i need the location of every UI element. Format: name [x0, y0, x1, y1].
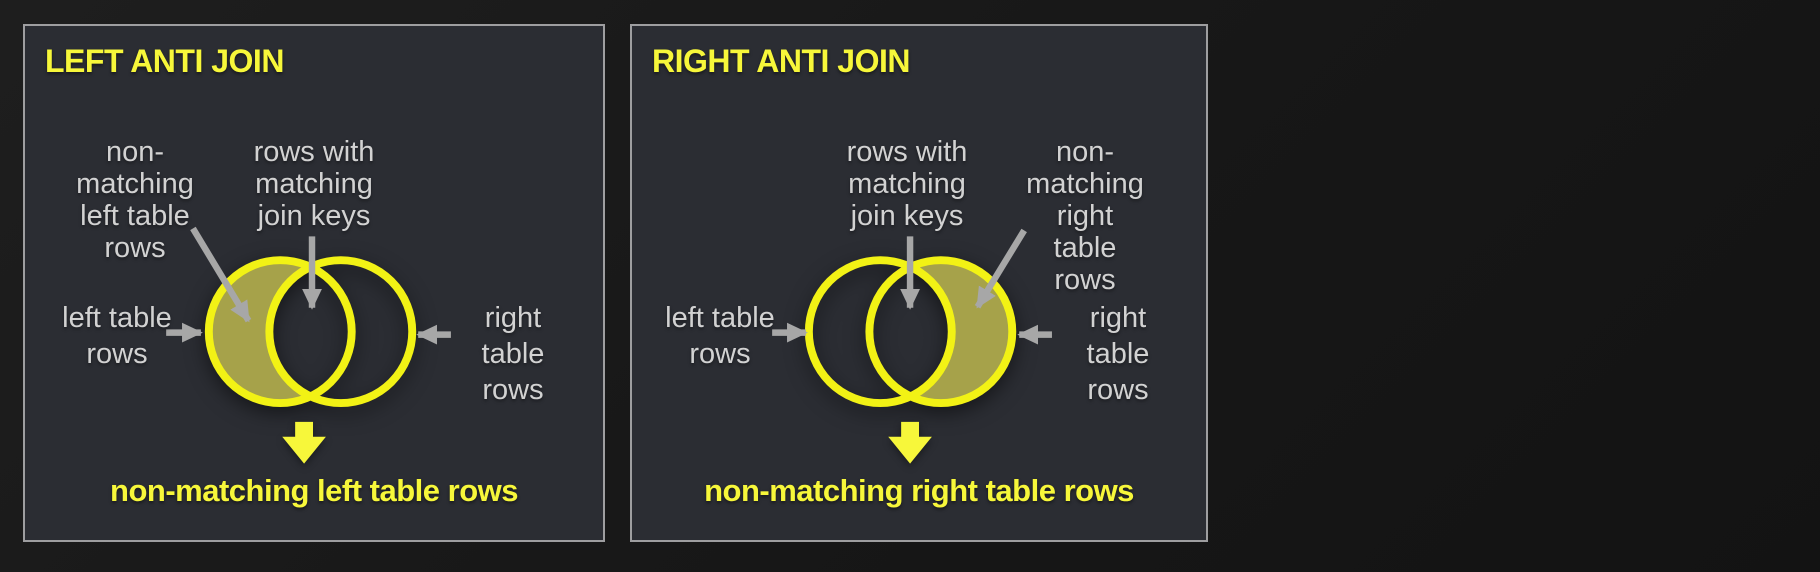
venn-diagram	[772, 228, 1052, 464]
label-left-table-rows: left table rows	[665, 302, 775, 370]
right-anti-join-panel: RIGHT ANTI JOIN rows with matching join …	[630, 24, 1208, 542]
arrow-to-crescent	[974, 228, 1027, 309]
label-matching-join-keys: rows with matching join keys	[253, 136, 375, 232]
panel-title: RIGHT ANTI JOIN	[652, 43, 910, 79]
label-right-table-rows: right table rows	[1086, 302, 1150, 406]
right-table-circle	[265, 256, 417, 408]
down-arrow-icon	[282, 421, 326, 464]
left-table-circle	[804, 256, 956, 408]
arrow-to-crescent	[190, 226, 252, 323]
label-matching-join-keys: rows with matching join keys	[846, 136, 968, 232]
panel-title: LEFT ANTI JOIN	[45, 43, 284, 79]
left-anti-join-panel: LEFT ANTI JOIN non- matching left table …	[23, 24, 605, 542]
caption: non-matching right table rows	[704, 473, 1134, 508]
caption: non-matching left table rows	[110, 473, 518, 508]
right-table-circle	[865, 256, 1017, 408]
left-table-circle	[204, 256, 356, 408]
label-non-matching-left-rows: non- matching left table rows	[76, 136, 194, 264]
label-non-matching-right-rows: non- matching right table rows	[1026, 136, 1144, 296]
down-arrow-icon	[888, 421, 932, 464]
label-left-table-rows: left table rows	[62, 302, 172, 370]
label-right-table-rows: right table rows	[481, 302, 545, 406]
venn-diagram	[166, 226, 451, 464]
